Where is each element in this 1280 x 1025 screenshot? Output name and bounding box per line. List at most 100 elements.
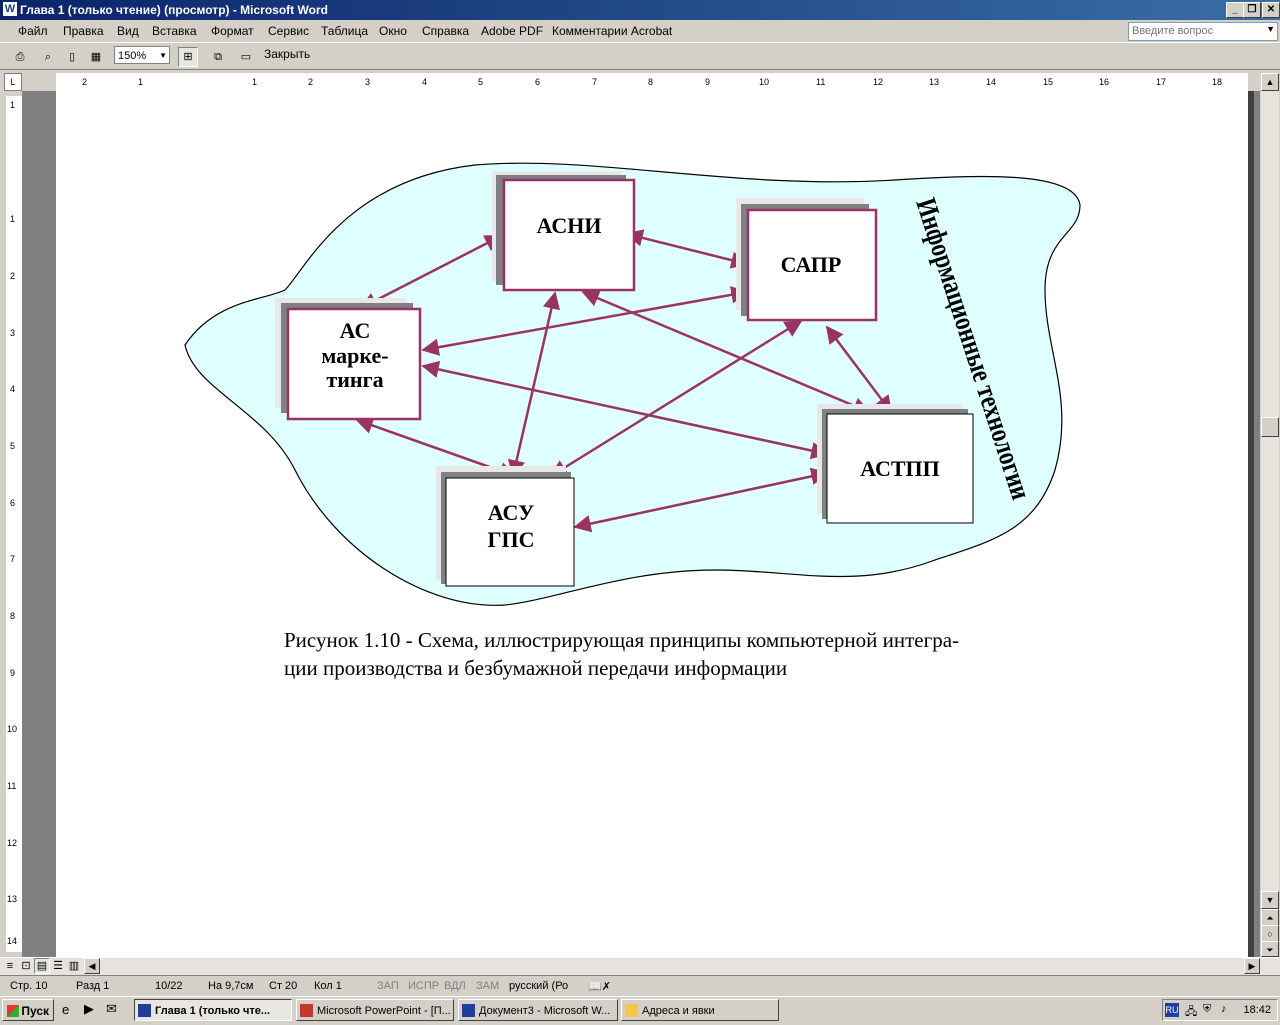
spelling-status-icon[interactable]: 📖✗ (588, 981, 611, 993)
menu-adobe-pdf[interactable]: Adobe PDF (481, 24, 544, 38)
next-page-icon[interactable]: ⏷ (1261, 941, 1279, 957)
menu-insert[interactable]: Вставка (152, 24, 197, 38)
restore-button[interactable]: ❐ (1243, 2, 1261, 18)
box-sapr-label: САПР (781, 252, 842, 277)
menu-view[interactable]: Вид (117, 24, 139, 38)
menu-help[interactable]: Справка (422, 24, 470, 38)
menu-file[interactable]: Файл (18, 24, 48, 38)
vertical-ruler[interactable]: 1 1 2 3 4 5 6 7 8 9 10 11 12 13 14 (6, 96, 23, 952)
menu-window[interactable]: Окно (379, 24, 407, 38)
caption-line-2: ции производства и безбумажной передачи … (284, 656, 788, 680)
arrow-asni-as-marketing (359, 234, 503, 310)
status-language[interactable]: русский (Ро (509, 980, 569, 992)
status-ext[interactable]: ВДЛ (444, 980, 466, 992)
ruler-number: 4 (10, 384, 16, 394)
menu-tools[interactable]: Сервис (268, 24, 310, 38)
box-as-marketing-label-3: тинга (326, 367, 383, 392)
scroll-left-icon[interactable]: ◀ (84, 958, 100, 974)
ruler-number: 12 (873, 77, 884, 87)
shrink-to-fit-icon[interactable]: ⧉ (214, 51, 222, 63)
ruler-number: 2 (10, 271, 16, 281)
menu-format[interactable]: Формат (211, 24, 254, 38)
magnifier-icon[interactable]: ⌕ (44, 51, 52, 63)
scroll-thumb[interactable] (1261, 417, 1279, 437)
menu-edit[interactable]: Правка (63, 24, 104, 38)
task-word-chapter[interactable]: Глава 1 (только чте... (134, 999, 292, 1021)
ruler-number: 10 (7, 724, 18, 734)
chevron-down-icon[interactable]: ▼ (1266, 24, 1275, 34)
ask-question-input[interactable] (1129, 23, 1255, 38)
menu-table[interactable]: Таблица (321, 24, 369, 38)
ruler-number: 6 (535, 77, 541, 87)
web-view-icon[interactable]: ⊡ (21, 960, 31, 972)
status-rec[interactable]: ЗАП (377, 980, 399, 992)
window-title: Глава 1 (только чтение) (просмотр) - Mic… (20, 3, 328, 17)
ie-icon[interactable]: e (62, 1002, 70, 1017)
clock: 18:42 (1243, 1004, 1271, 1016)
folder-icon (625, 1004, 638, 1017)
chevron-down-icon[interactable]: ▼ (159, 51, 167, 60)
status-trk[interactable]: ИСПР (408, 980, 440, 992)
volume-icon[interactable]: ♪ (1221, 1003, 1227, 1015)
horizontal-scrollbar[interactable]: ≡ ⊡ ▤ ☰ ▥ ◀ ▶ (0, 957, 1280, 975)
task-folder[interactable]: Адреса и явки (621, 999, 779, 1021)
antivirus-icon[interactable]: ⛨ (1203, 1003, 1212, 1015)
ruler-number: 16 (1099, 77, 1110, 87)
ruler-number: 3 (365, 77, 371, 87)
ruler-number: 13 (7, 894, 18, 904)
view-ruler-icon[interactable]: ⊞ (178, 47, 198, 67)
media-player-icon[interactable]: ▶ (84, 1001, 94, 1016)
status-section: Разд 1 (76, 980, 110, 992)
vertical-scrollbar[interactable]: ▲ ▼ ⏶ ○ ⏷ (1261, 73, 1279, 957)
scroll-right-icon[interactable]: ▶ (1244, 958, 1260, 974)
system-tray: RU 🖧 ⛨ ♪ 18:42 (1162, 999, 1278, 1021)
scroll-up-icon[interactable]: ▲ (1261, 73, 1279, 91)
caption-line-1: Рисунок 1.10 - Схема, иллюстрирующая при… (284, 628, 960, 652)
status-ovr[interactable]: ЗАМ (476, 980, 500, 992)
ruler-number: 17 (1156, 77, 1167, 87)
one-page-icon[interactable]: ▯ (68, 51, 76, 63)
zoom-select[interactable]: 150% ▼ (114, 46, 170, 64)
minimize-button[interactable]: _ (1226, 2, 1244, 18)
previous-page-icon[interactable]: ⏶ (1261, 909, 1279, 927)
horizontal-ruler[interactable]: 2 1 1 2 3 4 5 6 7 8 9 10 11 12 13 14 15 … (56, 73, 1248, 92)
task-powerpoint[interactable]: Microsoft PowerPoint - [П... (296, 999, 454, 1021)
ruler-number: 10 (759, 77, 770, 87)
print-layout-icon[interactable]: ▤ (34, 958, 50, 974)
task-word-document3[interactable]: Документ3 - Microsoft W... (458, 999, 618, 1021)
page-edge (1248, 91, 1254, 957)
ruler-number: 4 (422, 77, 428, 87)
close-preview-button[interactable]: Закрыть (264, 47, 311, 61)
ruler-number: 18 (1212, 77, 1223, 87)
start-button[interactable]: Пуск (2, 999, 54, 1021)
box-asu-gps: АСУ ГПС (436, 466, 575, 587)
zoom-value: 150% (118, 50, 147, 62)
arrow-as-marketing-astpp (421, 360, 829, 460)
box-asni-label: АСНИ (537, 213, 602, 238)
arrow-asni-sapr (625, 229, 749, 269)
task-label: Microsoft PowerPoint - [П... (317, 1005, 451, 1017)
ruler-number: 14 (7, 936, 18, 946)
reading-view-icon[interactable]: ▥ (68, 960, 80, 972)
menu-acrobat-comments[interactable]: Комментарии Acrobat (552, 24, 673, 38)
outlook-express-icon[interactable]: ✉ (106, 1001, 117, 1016)
arrow-asu-gps-astpp (573, 467, 829, 533)
start-label: Пуск (21, 1004, 49, 1018)
ruler-number: 14 (986, 77, 997, 87)
ruler-number: 1 (138, 77, 144, 87)
ask-question-box[interactable]: ▼ (1128, 22, 1278, 41)
ruler-number: 3 (10, 328, 16, 338)
close-window-button[interactable]: ✕ (1262, 2, 1280, 18)
multiple-pages-icon[interactable]: ▦ (90, 51, 102, 63)
scroll-down-icon[interactable]: ▼ (1261, 891, 1279, 909)
ruler-number: 5 (478, 77, 484, 87)
outline-view-icon[interactable]: ☰ (53, 960, 63, 972)
normal-view-icon[interactable]: ≡ (6, 960, 14, 972)
network-icon[interactable]: 🖧 (1185, 1006, 1198, 1018)
ruler-number: 2 (308, 77, 314, 87)
language-indicator[interactable]: RU (1165, 1003, 1179, 1017)
print-icon[interactable]: ⎙ (15, 51, 25, 63)
tab-selector[interactable]: L (4, 73, 22, 91)
full-screen-icon[interactable]: ▭ (240, 51, 252, 63)
ruler-number: 13 (929, 77, 940, 87)
